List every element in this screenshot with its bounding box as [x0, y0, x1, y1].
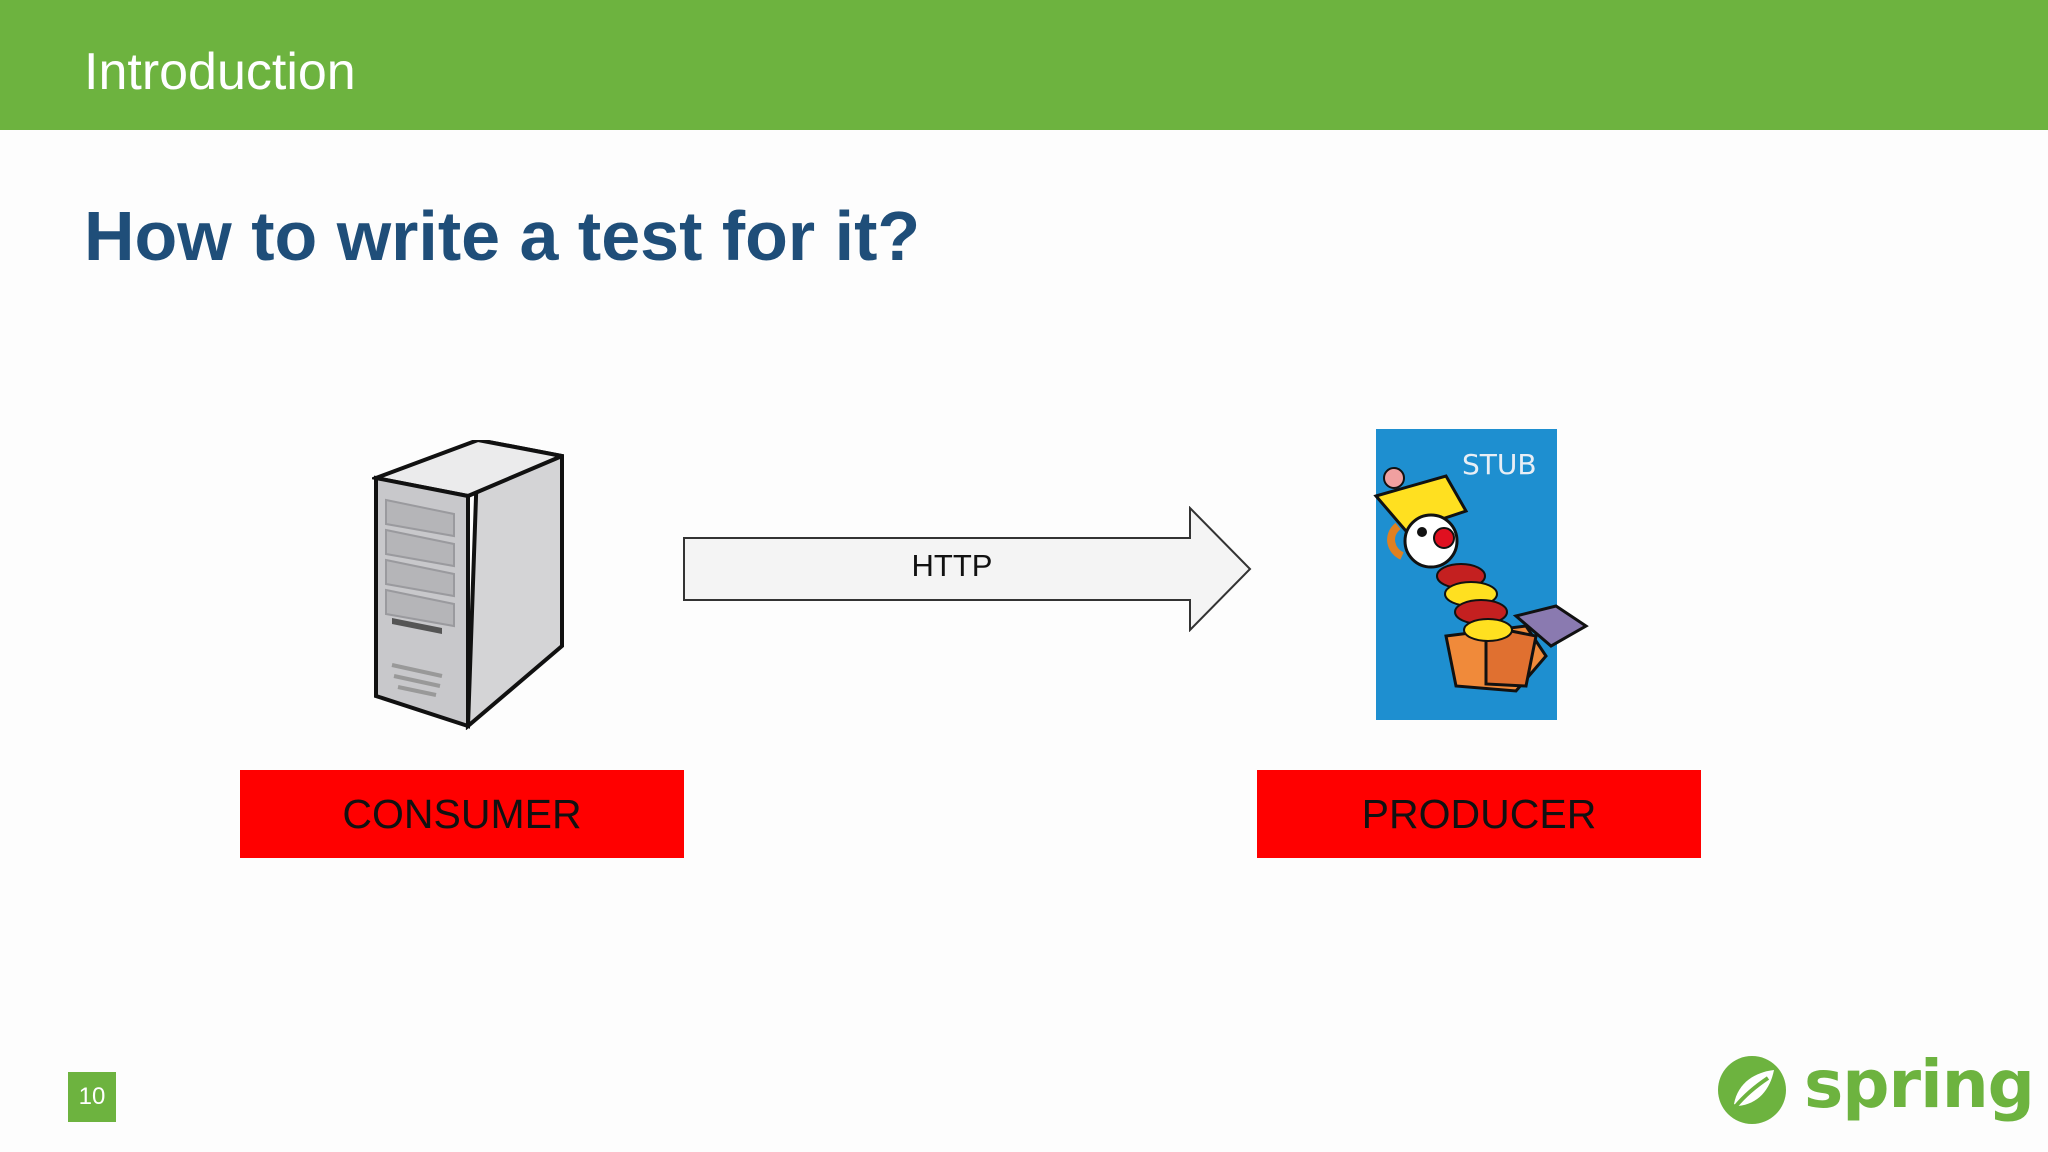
stub-label: STUB	[1462, 448, 1537, 481]
slide-heading: How to write a test for it?	[84, 197, 921, 275]
spring-logo-text: spring	[1804, 1046, 2035, 1123]
consumer-label: CONSUMER	[240, 770, 684, 858]
header-bar: Introduction	[0, 0, 2048, 130]
spring-leaf-icon	[1718, 1056, 1786, 1124]
section-title: Introduction	[84, 43, 356, 101]
http-arrow	[683, 506, 1252, 632]
producer-label: PRODUCER	[1257, 770, 1701, 858]
server-tower-icon	[372, 440, 564, 730]
page-number: 10	[68, 1072, 116, 1122]
arrow-label: HTTP	[911, 548, 993, 583]
jack-in-the-box-clown-icon	[1373, 467, 1589, 693]
